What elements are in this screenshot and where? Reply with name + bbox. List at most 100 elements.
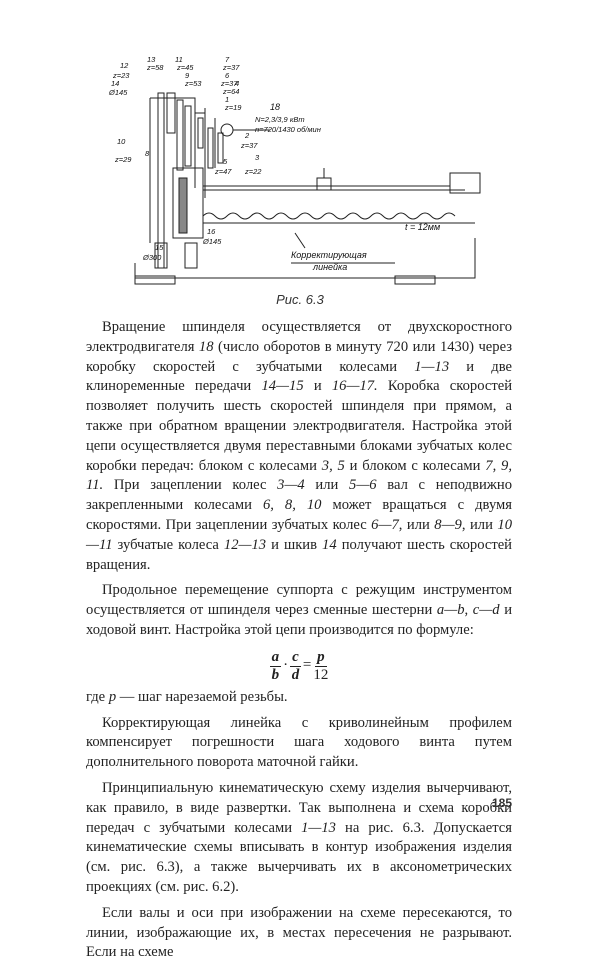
text-span: Продольное перемещение суппорта с режущи…	[86, 582, 512, 619]
equals-sign: =	[302, 657, 312, 674]
text-span: и	[303, 378, 332, 395]
tool-post	[316, 177, 332, 191]
label-z29: z=29	[114, 155, 132, 164]
gear-12	[184, 105, 192, 167]
label-n4: 4	[235, 79, 239, 88]
paragraph-4: Корректирующая линейка с криволинейным п…	[86, 714, 512, 771]
label-pitch: t = 12мм	[405, 222, 440, 232]
emph: 3—4	[277, 477, 305, 494]
gear-block-3-5	[217, 132, 224, 164]
emph: 16—17.	[331, 378, 378, 395]
emph: 6—7	[371, 516, 399, 533]
label-n18: 18	[270, 102, 280, 112]
text-span: и блоком с колесами	[344, 457, 486, 474]
label-n12: 12	[120, 61, 129, 70]
label-n9: 9	[185, 71, 190, 80]
gear-block-7-9-11	[197, 117, 204, 149]
pulley-15	[154, 242, 168, 269]
gear-block-6-8-10	[207, 127, 214, 169]
motor-18	[220, 123, 234, 137]
gear-13	[176, 99, 184, 171]
text-span: Коробка скоростей позволяет получить шес…	[86, 378, 513, 474]
emph: 12—13	[223, 536, 267, 553]
paragraph-6: Если валы и оси при изображении на схеме…	[86, 904, 512, 961]
emph: 14—15	[261, 378, 304, 395]
text-span: Вращение шпинделя осуществляется от двух…	[86, 319, 512, 355]
label-n3: 3	[255, 153, 260, 162]
label-ruler-1: Корректирующая	[291, 250, 367, 260]
denominator-d: d	[291, 666, 300, 683]
label-d145a: Ø145	[108, 88, 128, 97]
fraction-p-12: p 12	[313, 649, 328, 684]
label-z45: z=45	[176, 63, 194, 72]
emph: 14	[322, 536, 337, 553]
body-text: Вращение шпинделя осуществляется от двух…	[86, 318, 512, 969]
label-power: N=2,3/3,9 кВт	[255, 115, 305, 124]
fraction-c-d: c d	[290, 649, 301, 684]
text-span: , или	[461, 516, 498, 533]
ruler-arm	[294, 232, 306, 249]
label-n14: 14	[111, 79, 119, 88]
figure-caption: Рис. 6.3	[276, 292, 324, 307]
label-n2: 2	[244, 131, 250, 140]
spindle-gear	[178, 177, 188, 234]
numerator-a: a	[269, 648, 282, 667]
text-span: При зацеплении колес	[103, 477, 278, 494]
label-d300: Ø300	[142, 253, 162, 262]
tailstock	[449, 172, 481, 194]
lead-screw	[202, 212, 456, 220]
left-foot	[134, 275, 176, 285]
label-z53: z=53	[184, 79, 202, 88]
emph: 6, 8, 10	[262, 497, 322, 514]
text-span: и шкив	[266, 536, 323, 553]
text-span: зубчатые колеса	[112, 536, 224, 553]
lathe-kinematic-scheme: 13 11 7 12 z=58 z=45 z=37 z=23 9 z=53 6 …	[108, 55, 481, 285]
text-span: и ходовой винт. Настройка этой цепи прои…	[86, 602, 513, 638]
numerator-p: p	[315, 648, 327, 667]
text-span: (число оборотов в минуту 720 или 1430) ч…	[86, 338, 512, 375]
pulley-16-17	[184, 242, 198, 269]
label-n8: 8	[145, 149, 150, 158]
label-n6: 6	[225, 71, 230, 80]
denominator-b: b	[271, 666, 280, 683]
emph: 18	[198, 338, 214, 355]
text-span: , или	[398, 516, 435, 533]
machine-bed	[134, 238, 476, 279]
label-n13: 13	[147, 55, 156, 64]
emph: 1—13	[301, 819, 336, 836]
emph: 5—6	[349, 477, 377, 494]
emph: a—b	[436, 602, 465, 619]
gear-ratio-formula: a b · c d = p 12	[86, 649, 512, 684]
text-span: может вра­щаться с двумя скоростями. При…	[86, 497, 512, 533]
label-n16: 16	[207, 227, 216, 236]
gearbox-outline-top	[150, 97, 205, 114]
text-span: — шаг нарезаемой резьбы.	[116, 688, 288, 705]
paragraph-5: Принципиальную кинематическую схему изде…	[86, 779, 512, 898]
label-n7: 7	[225, 55, 230, 64]
label-n10: 10	[117, 137, 126, 146]
text-span: получают шесть скоростей вращения.	[86, 536, 512, 573]
right-foot	[394, 275, 436, 285]
label-z23: z=23	[112, 71, 130, 80]
paragraph-1: Вращение шпинделя осуществляется от двух…	[86, 318, 512, 575]
label-z37b: z=37	[220, 79, 238, 88]
label-d145b: Ø145	[202, 237, 222, 246]
label-n5: 5	[223, 157, 228, 166]
kinematic-diagram: 13 11 7 12 z=58 z=45 z=37 z=23 9 z=53 6 …	[95, 38, 495, 288]
label-z58: z=58	[146, 63, 164, 72]
paragraph-3: где p — шаг нарезаемой резьбы.	[86, 688, 512, 708]
label-z64: z=64	[222, 87, 239, 96]
label-n1: 1	[225, 95, 229, 104]
belt-drive-14-15	[157, 92, 165, 269]
headstock	[172, 167, 204, 239]
label-z37a: z=37	[222, 63, 240, 72]
fraction-a-b: a b	[269, 648, 282, 684]
emph: 3, 5	[321, 457, 345, 474]
label-ruler-2: линейка	[312, 262, 347, 272]
numerator-c: c	[290, 648, 301, 667]
page-number: 185	[491, 796, 512, 810]
label-rpm: n=720/1430 об/мин	[255, 125, 321, 134]
emph: 8—9	[434, 516, 462, 533]
text-span: ,	[464, 602, 473, 619]
emph: 1—13	[414, 358, 450, 375]
